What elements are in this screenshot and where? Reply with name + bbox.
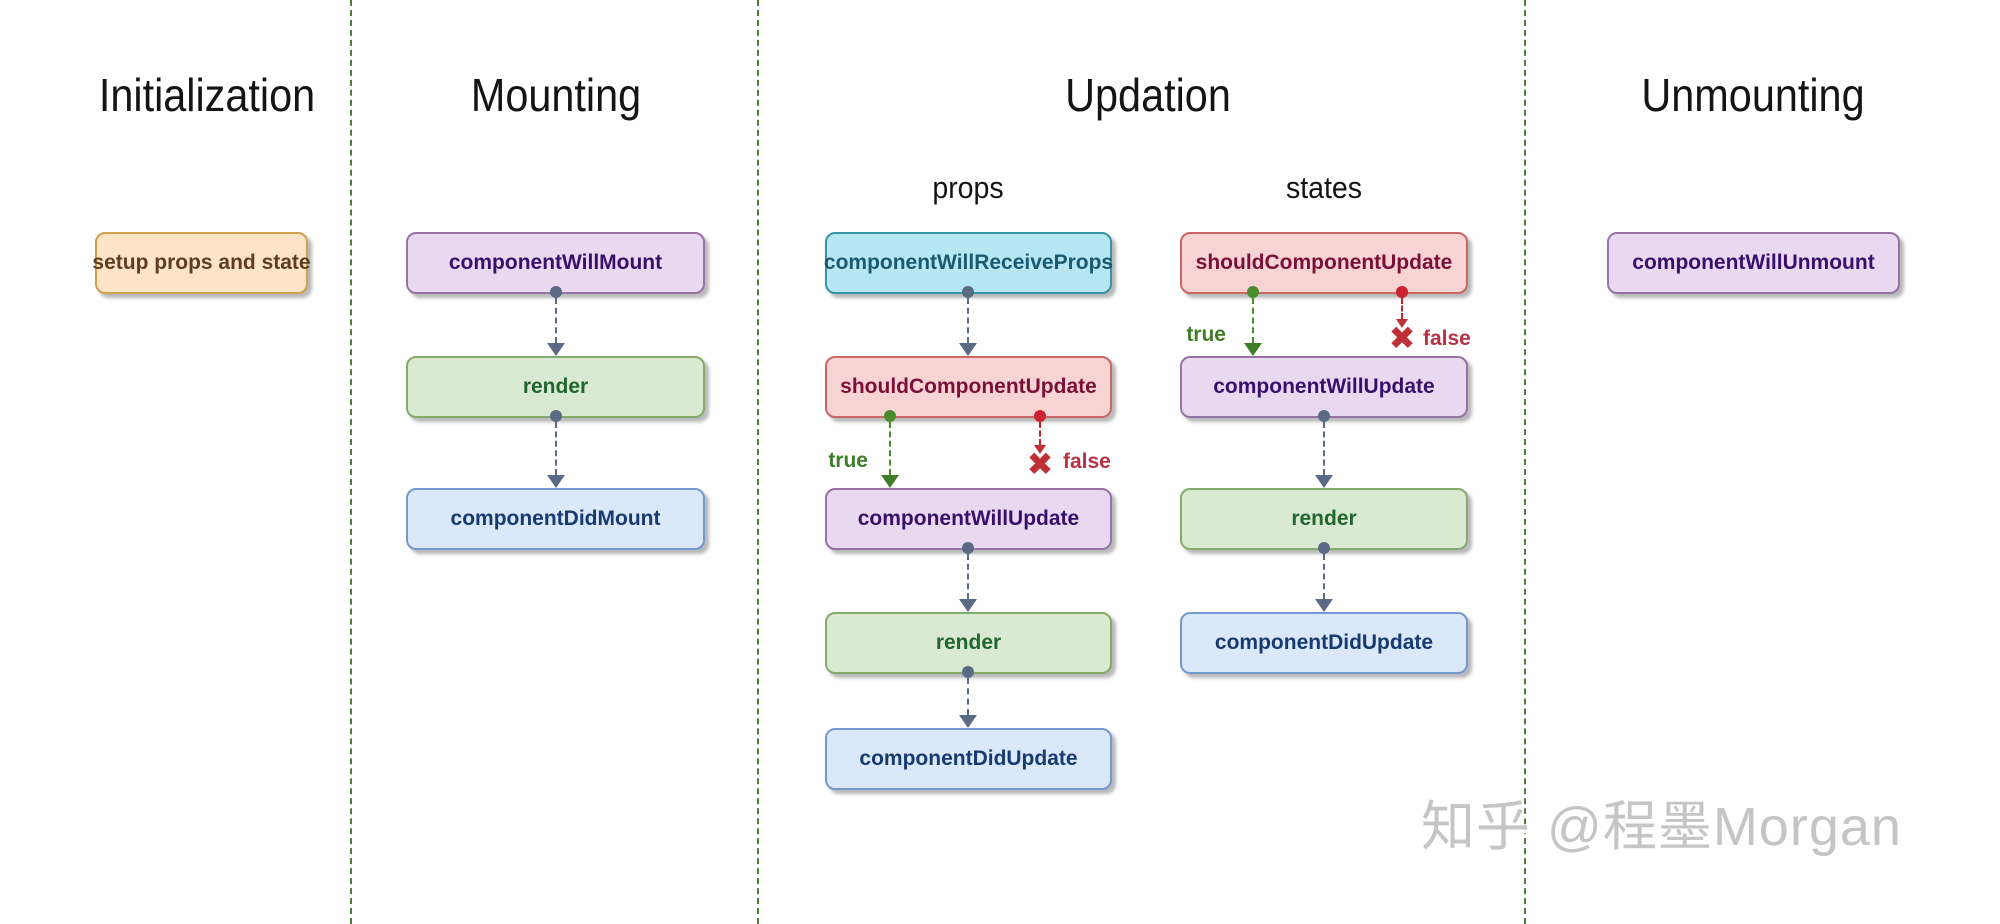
separator-line-1	[350, 0, 352, 924]
branch-label-true-props: true	[828, 449, 868, 472]
flow-arrow-props-1	[959, 286, 977, 356]
node-shouldcomponentupdate-props: shouldComponentUpdate	[825, 356, 1112, 418]
branch-label-false-props: false	[1063, 450, 1111, 473]
flow-arrow-props-false: ✖	[1027, 410, 1053, 480]
arrowhead-icon	[547, 475, 565, 488]
separator-line-3	[1524, 0, 1526, 924]
flow-arrow-states-true	[1244, 286, 1262, 356]
arrowhead-icon	[959, 599, 977, 612]
branch-label-true-states: true	[1186, 323, 1226, 346]
arrowhead-icon	[547, 343, 565, 356]
branch-label-false-states: false	[1423, 327, 1471, 350]
zhihu-watermark: 知乎 @程墨Morgan	[1421, 797, 1902, 857]
subtitle-props: props	[932, 170, 1004, 205]
separator-line-2	[757, 0, 759, 924]
flow-arrow-states-1	[1315, 410, 1333, 488]
flow-arrow-mounting-2	[547, 410, 565, 488]
flow-arrow-props-true	[881, 410, 899, 488]
flow-arrow-mounting-1	[547, 286, 565, 356]
arrowhead-icon	[959, 343, 977, 356]
false-cross-icon: ✖	[1388, 319, 1416, 356]
subtitle-states: states	[1285, 170, 1363, 205]
node-render-props: render	[825, 612, 1112, 674]
node-componentwillupdate-props: componentWillUpdate	[825, 488, 1112, 550]
arrowhead-icon	[1315, 599, 1333, 612]
arrowhead-icon	[959, 715, 977, 728]
node-render-states: render	[1180, 488, 1468, 550]
arrowhead-icon	[881, 475, 899, 488]
flow-arrow-props-2	[959, 542, 977, 612]
node-componentwillunmount: componentWillUnmount	[1607, 232, 1900, 294]
section-title-initialization: Initialization	[98, 69, 316, 121]
arrowhead-icon	[1396, 318, 1408, 328]
arrowhead-icon	[1315, 475, 1333, 488]
node-componentwillreceiveprops: componentWillReceiveProps	[824, 232, 1113, 294]
node-componentwillupdate-states: componentWillUpdate	[1180, 356, 1468, 418]
false-cross-icon: ✖	[1026, 445, 1054, 482]
node-setup-props-and-state: setup props and state	[92, 232, 311, 294]
flow-arrow-props-3	[959, 666, 977, 728]
node-componentwillmount: componentWillMount	[406, 232, 705, 294]
node-shouldcomponentupdate-states: shouldComponentUpdate	[1180, 232, 1468, 294]
section-title-unmounting: Unmounting	[1641, 69, 1865, 121]
arrowhead-icon	[1244, 343, 1262, 356]
flow-arrow-states-2	[1315, 542, 1333, 612]
section-title-mounting: Mounting	[470, 69, 642, 121]
flow-arrow-states-false: ✖	[1389, 286, 1415, 354]
node-componentdidmount: componentDidMount	[406, 488, 705, 550]
section-title-updation: Updation	[1065, 69, 1231, 121]
arrowhead-icon	[1034, 444, 1046, 454]
node-componentdidupdate-states: componentDidUpdate	[1180, 612, 1468, 674]
node-render-mounting: render	[406, 356, 705, 418]
node-componentdidupdate-props: componentDidUpdate	[825, 728, 1112, 790]
